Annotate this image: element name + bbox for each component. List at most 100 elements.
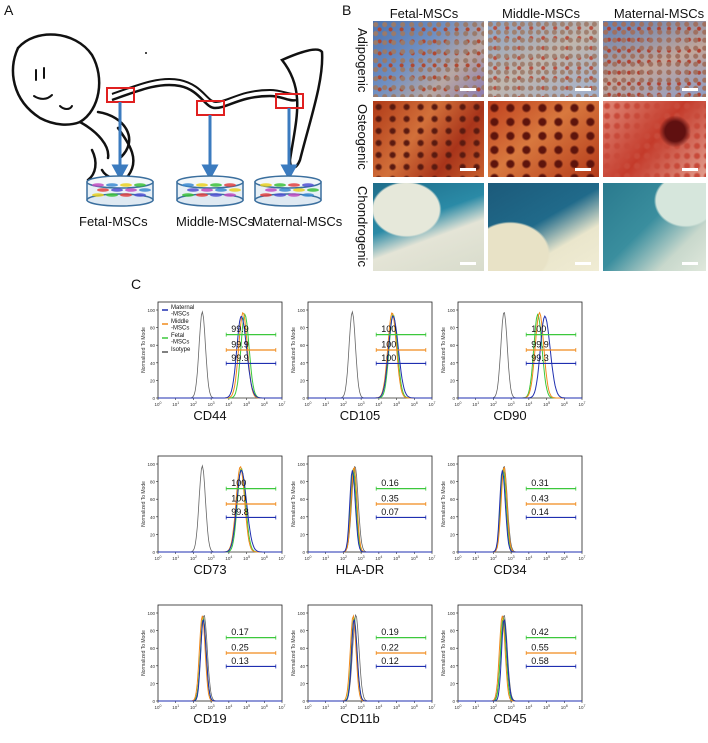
x-tick-label: 105 — [393, 401, 400, 407]
y-tick-label: 100 — [297, 611, 305, 616]
y-tick-label: 100 — [447, 462, 455, 467]
x-tick-label: 103 — [208, 704, 215, 710]
y-tick-label: 20 — [450, 532, 456, 537]
x-tick-label: 103 — [508, 401, 515, 407]
x-tick-label: 100 — [155, 555, 162, 561]
y-tick-label: 20 — [300, 532, 306, 537]
middle-percent-label: 99.9 — [231, 340, 249, 350]
fetal-percent-label: 0.16 — [381, 478, 399, 488]
middle-percent-label: 0.35 — [381, 494, 399, 504]
image-osteogenic-maternal — [603, 101, 706, 177]
y-tick-label: 0 — [302, 396, 305, 401]
x-tick-label: 105 — [243, 704, 250, 710]
isotype-curve — [308, 310, 432, 399]
fetal-curve — [458, 313, 582, 399]
y-tick-label: 100 — [447, 611, 455, 616]
maternal-percent-label: 0.07 — [381, 507, 399, 517]
middle-curve — [308, 614, 432, 702]
x-tick-label: 107 — [579, 555, 586, 561]
y-tick-label: 40 — [450, 664, 456, 669]
y-tick-label: 40 — [150, 361, 156, 366]
middle-curve — [158, 465, 282, 553]
x-tick-label: 106 — [561, 704, 568, 710]
middle-dish-label: Middle-MSCs — [176, 214, 255, 229]
panel-a-letter: A — [4, 2, 14, 18]
y-axis-label: Normalized To Mode — [141, 327, 147, 373]
y-tick-label: 0 — [152, 396, 155, 401]
maternal-percent-label: 0.58 — [531, 656, 549, 666]
culture-dish-middle — [176, 175, 244, 207]
y-tick-label: 40 — [450, 515, 456, 520]
x-tick-label: 100 — [455, 704, 462, 710]
y-tick-label: 40 — [150, 515, 156, 520]
fetal-percent-label: 100 — [531, 324, 546, 334]
maternal-percent-label: 0.14 — [531, 507, 549, 517]
y-tick-label: 60 — [150, 343, 156, 348]
y-tick-label: 40 — [150, 664, 156, 669]
maternal-curve — [458, 470, 582, 553]
y-axis-label: Normalized To Mode — [141, 481, 147, 527]
arrows — [111, 102, 298, 181]
maternal-percent-label: 99.3 — [531, 353, 549, 363]
x-tick-label: 105 — [393, 555, 400, 561]
y-axis-label: Normalized To Mode — [291, 630, 297, 676]
y-tick-label: 60 — [300, 343, 306, 348]
x-tick-label: 100 — [155, 401, 162, 407]
y-tick-label: 20 — [450, 378, 456, 383]
y-tick-label: 80 — [450, 629, 456, 634]
x-tick-label: 105 — [243, 401, 250, 407]
maternal-percent-label: 0.13 — [231, 656, 249, 666]
isotype-curve — [458, 614, 582, 702]
y-tick-label: 100 — [147, 462, 155, 467]
x-tick-label: 100 — [305, 704, 312, 710]
maternal-curve — [158, 469, 282, 553]
y-tick-label: 20 — [300, 378, 306, 383]
x-tick-label: 104 — [375, 704, 382, 710]
y-tick-label: 0 — [302, 550, 305, 555]
y-tick-label: 80 — [150, 480, 156, 485]
x-tick-label: 107 — [579, 704, 586, 710]
y-tick-label: 100 — [147, 611, 155, 616]
x-tick-label: 101 — [322, 704, 329, 710]
maternal-curve — [458, 315, 582, 399]
image-chondrogenic-middle — [488, 183, 599, 271]
y-axis-label: Normalized To Mode — [441, 630, 447, 676]
marker-label: CD45 — [493, 711, 526, 726]
x-tick-label: 105 — [543, 704, 550, 710]
y-tick-label: 60 — [300, 497, 306, 502]
y-tick-label: 60 — [300, 646, 306, 651]
y-tick-label: 20 — [150, 532, 156, 537]
y-tick-label: 80 — [450, 326, 456, 331]
x-tick-label: 102 — [190, 704, 197, 710]
maternal-curve — [158, 619, 282, 702]
x-tick-label: 107 — [429, 401, 436, 407]
y-tick-label: 0 — [152, 550, 155, 555]
fetal-curve — [308, 468, 432, 553]
y-tick-label: 60 — [150, 497, 156, 502]
x-tick-label: 100 — [155, 704, 162, 710]
x-tick-label: 101 — [322, 401, 329, 407]
maternal-percent-label: 0.12 — [381, 656, 399, 666]
x-tick-label: 106 — [411, 555, 418, 561]
middle-curve — [308, 466, 432, 553]
middle-percent-label: 100 — [231, 494, 246, 504]
maternal-percent-label: 100 — [381, 353, 396, 363]
fetal-curve — [458, 468, 582, 553]
umbilical-cord — [111, 83, 297, 110]
x-tick-label: 100 — [305, 401, 312, 407]
image-osteogenic-fetal — [373, 101, 484, 177]
image-chondrogenic-fetal — [373, 183, 484, 271]
middle-percent-label: 0.25 — [231, 643, 249, 653]
x-tick-label: 102 — [340, 401, 347, 407]
x-tick-label: 103 — [358, 704, 365, 710]
y-tick-label: 80 — [300, 326, 306, 331]
legend: Maternal-MSCsMiddle-MSCsFetal-MSCsIsotyp… — [162, 305, 194, 353]
panel-b-letter: B — [342, 2, 352, 18]
middle-curve — [308, 312, 432, 399]
